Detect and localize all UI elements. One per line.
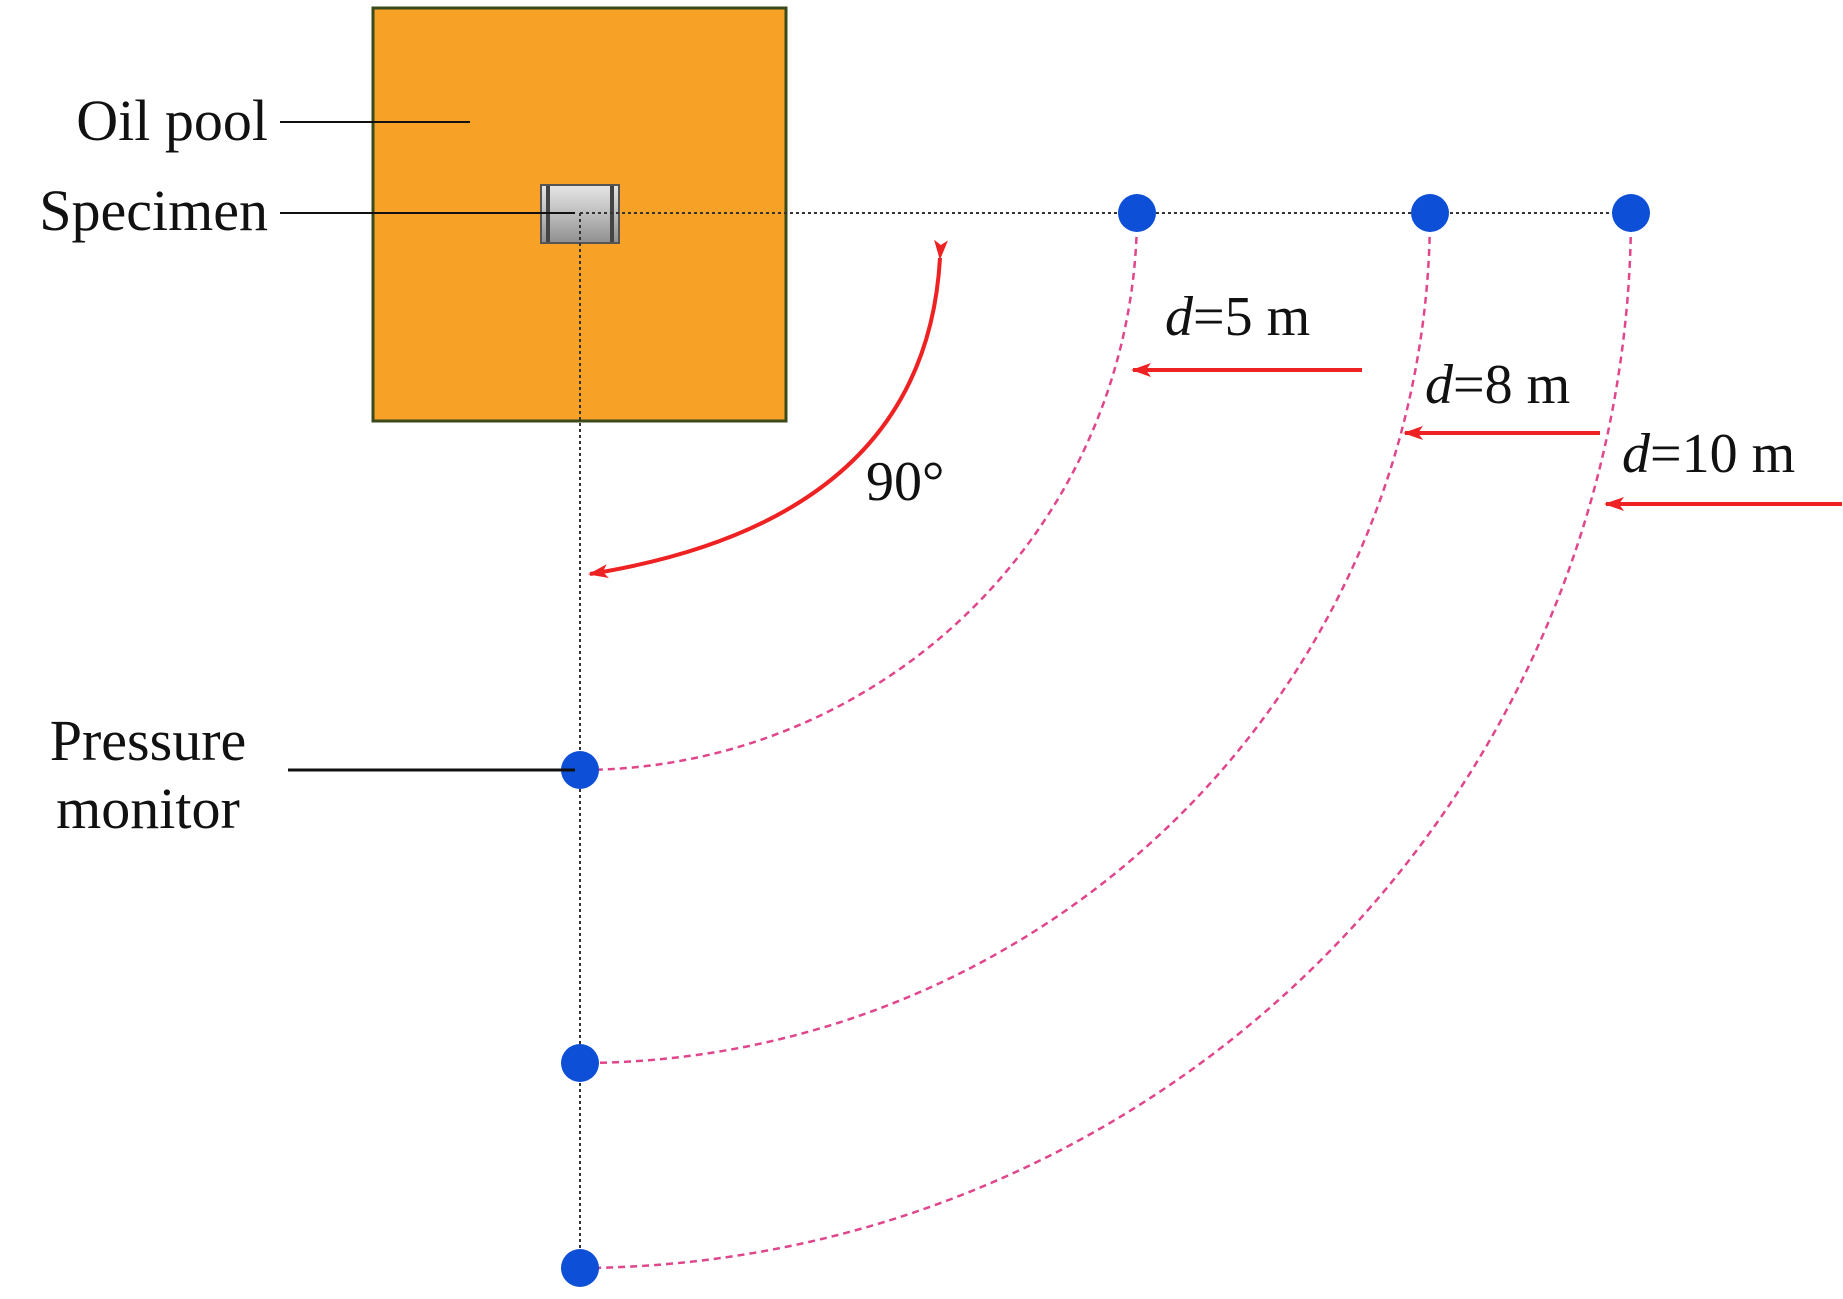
distance-label-8m: d=8 m: [1425, 354, 1570, 416]
arc-8m: [579, 212, 1432, 1065]
pressure-monitor-dot: [1612, 194, 1650, 232]
pressure-monitor-dot: [1411, 194, 1449, 232]
angle-label: 90°: [866, 451, 944, 513]
oil-pool-label: Oil pool: [76, 88, 268, 153]
arc-10m: [579, 212, 1633, 1270]
distance-label-5m: d=5 m: [1165, 286, 1310, 348]
angle-arrow: [588, 239, 949, 579]
arc-5m: [579, 212, 1139, 772]
pressure-monitor-label-line2: monitor: [56, 776, 240, 841]
pressure-monitor-label-line1: Pressure: [50, 708, 247, 773]
specimen-label: Specimen: [39, 178, 268, 243]
pressure-monitor-dot: [1118, 194, 1156, 232]
pressure-monitor-dot: [561, 1249, 599, 1287]
pressure-monitor-dot: [561, 751, 599, 789]
distance-label-10m: d=10 m: [1622, 423, 1795, 485]
pressure-monitor-dot: [561, 1044, 599, 1082]
